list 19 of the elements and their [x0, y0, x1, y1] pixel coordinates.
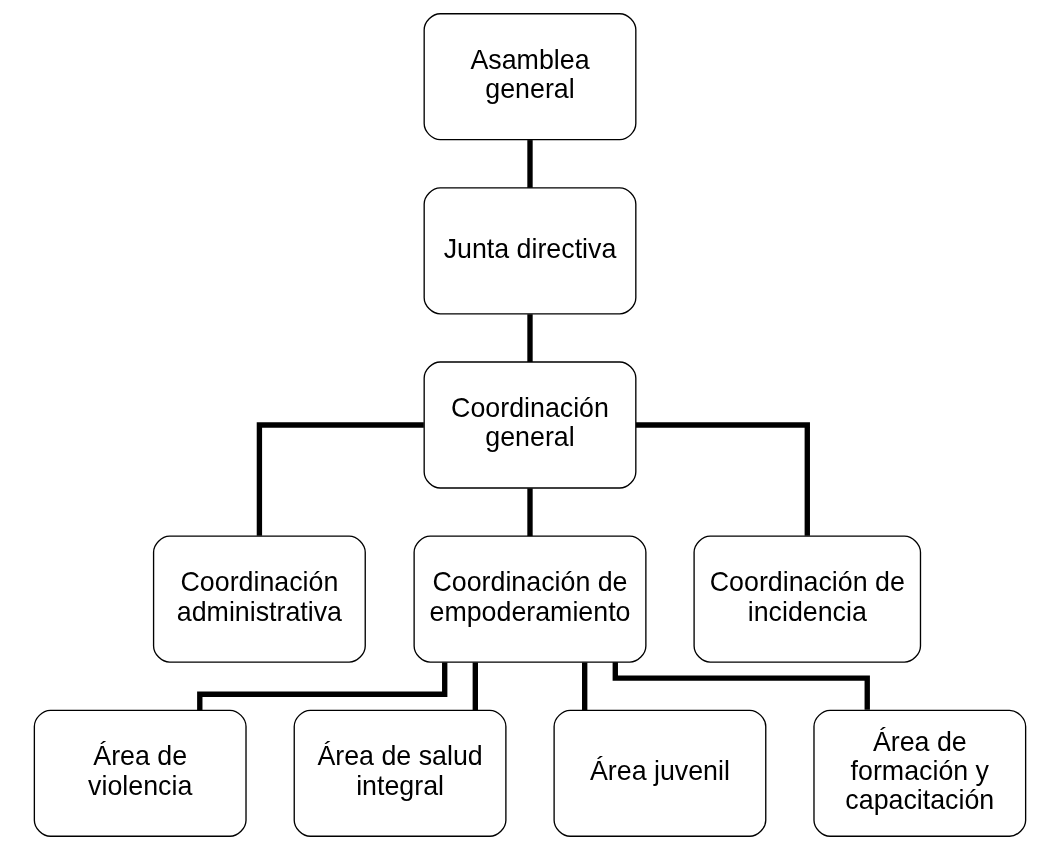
connector — [636, 422, 810, 536]
node-box: Junta directiva — [423, 187, 637, 315]
connector — [612, 662, 870, 710]
node-box: Área juvenil — [553, 709, 767, 837]
connector — [527, 488, 533, 537]
connector — [527, 314, 533, 362]
node-box: Coordinación de empoderamiento — [413, 535, 647, 663]
node-box: Coordinación de incidencia — [693, 535, 922, 663]
node-box: Asamblea general — [423, 13, 637, 141]
connector — [582, 662, 588, 711]
node-box: Área de formación y capacitación — [813, 709, 1027, 837]
node-box: Área de violencia — [33, 709, 247, 837]
node-box: Área de salud integral — [293, 709, 507, 837]
connector — [472, 662, 478, 711]
node-box: Coordinación administrativa — [152, 535, 366, 663]
connector — [527, 140, 533, 188]
node-box: Coordinación general — [423, 361, 637, 489]
connector — [256, 422, 424, 536]
connector — [197, 662, 448, 711]
